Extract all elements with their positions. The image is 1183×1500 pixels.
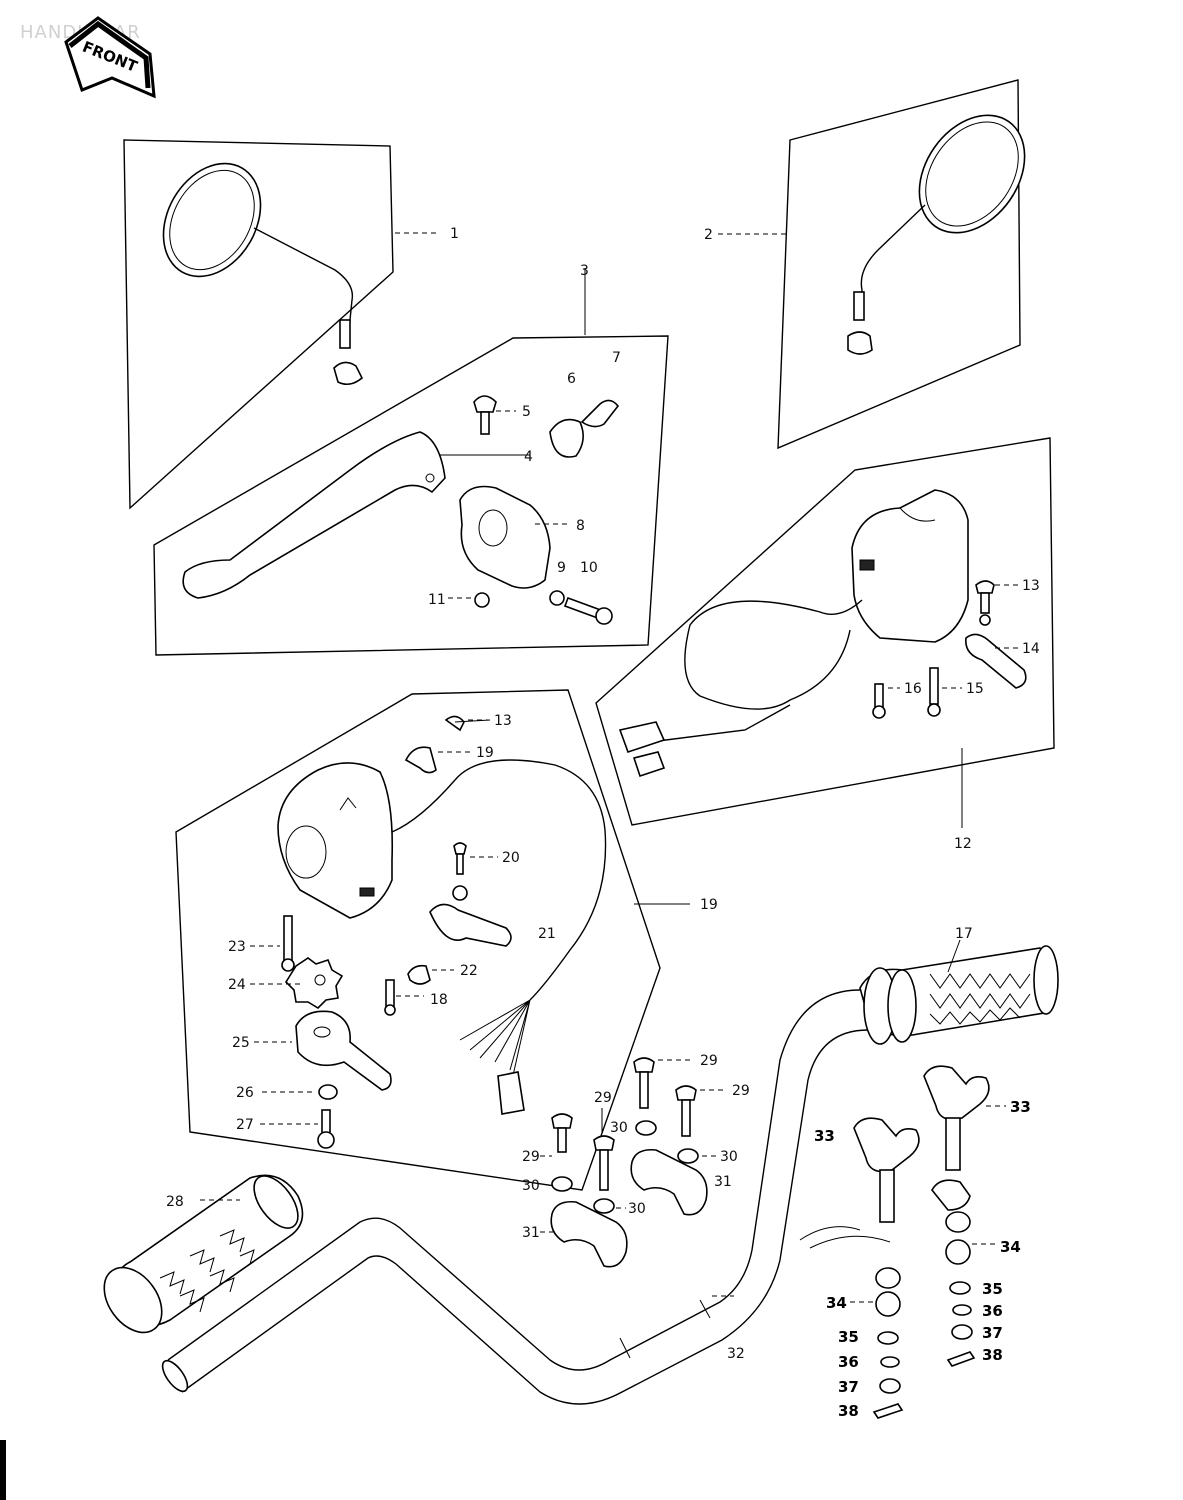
right-mirror-stem <box>853 291 865 321</box>
label-36a: 36 <box>838 1353 859 1371</box>
screw-23 <box>283 915 293 961</box>
label-35a: 35 <box>838 1328 859 1346</box>
bracket-14 <box>965 633 1027 689</box>
left-mirror-nut <box>333 361 363 386</box>
choke-lever-25 <box>295 1010 392 1091</box>
label-31a: 31 <box>714 1174 732 1190</box>
left-switch-housing <box>277 762 394 919</box>
label-30a: 30 <box>610 1120 628 1136</box>
label-15: 15 <box>966 681 984 697</box>
label-37a: 37 <box>838 1378 859 1396</box>
label-8: 8 <box>576 518 585 534</box>
screw-15 <box>929 667 939 705</box>
upper-clamp-31-left <box>550 1200 628 1268</box>
label-2: 2 <box>704 227 713 243</box>
label-33a: 33 <box>814 1127 835 1145</box>
label-26: 26 <box>236 1085 254 1101</box>
star-plate-24 <box>284 957 344 1010</box>
page-edge-mark <box>0 1440 6 1500</box>
label-32: 32 <box>727 1346 745 1362</box>
screw-16 <box>874 683 884 709</box>
label-24: 24 <box>228 977 246 993</box>
left-switch-harness <box>454 759 607 1001</box>
label-21: 21 <box>538 926 556 942</box>
handlebar-pipe-32: 32 <box>161 989 880 1405</box>
label-38b: 38 <box>982 1346 1003 1364</box>
label-35b: 35 <box>982 1280 1003 1298</box>
label-13a: 13 <box>494 713 512 729</box>
right-switch-harness <box>684 599 863 710</box>
locknut-6 <box>549 418 584 458</box>
label-31b: 31 <box>522 1225 540 1241</box>
label-9: 9 <box>557 560 566 576</box>
panel-right-mirror: 2 <box>704 79 1026 450</box>
right-switch-housing <box>851 489 969 643</box>
screw-11 <box>474 592 490 608</box>
label-30c: 30 <box>522 1178 540 1194</box>
label-34b: 34 <box>1000 1238 1021 1256</box>
label-28: 28 <box>166 1194 184 1210</box>
washer-9 <box>549 590 565 606</box>
label-10: 10 <box>580 560 598 576</box>
right-mirror-nut <box>847 331 873 355</box>
panel-left-switch-housing: 13 19 19 20 21 22 18 <box>175 689 718 1191</box>
label-29d: 29 <box>594 1090 612 1106</box>
label-36b: 36 <box>982 1302 1003 1320</box>
label-14: 14 <box>1022 641 1040 657</box>
right-grip-17: 17 <box>859 926 1059 1045</box>
panel-right-switch-housing: 13 14 16 15 12 <box>595 437 1055 852</box>
left-switch-connector <box>497 1071 525 1115</box>
lower-holder-33-right <box>923 1065 990 1121</box>
left-mirror-stem <box>339 319 351 349</box>
adjuster-7 <box>580 399 620 428</box>
lower-holder-33-left <box>853 1117 920 1173</box>
label-7: 7 <box>612 350 621 366</box>
label-29a: 29 <box>700 1053 718 1069</box>
handlebar-clamp-group: 29 29 30 30 31 29 29 30 30 31 <box>522 1053 750 1268</box>
label-18: 18 <box>430 992 448 1008</box>
label-30b: 30 <box>720 1149 738 1165</box>
label-13b: 13 <box>1022 578 1040 594</box>
label-25: 25 <box>232 1035 250 1051</box>
label-1: 1 <box>450 226 459 242</box>
label-4: 4 <box>524 449 533 465</box>
panel-left-mirror: 1 <box>123 139 459 510</box>
label-34a: 34 <box>826 1294 847 1312</box>
front-arrow-badge: FRONT <box>64 16 156 99</box>
label-33b: 33 <box>1010 1098 1031 1116</box>
lower-holder-group: 33 34 35 36 37 38 33 34 35 36 37 38 <box>799 1065 1031 1420</box>
left-mirror-glass <box>162 162 262 278</box>
label-20: 20 <box>502 850 520 866</box>
label-19a: 19 <box>476 745 494 761</box>
right-switch-connector <box>618 721 666 754</box>
bolt-5 <box>473 395 497 413</box>
label-12: 12 <box>954 836 972 852</box>
left-grip-28: 28 <box>103 1174 304 1334</box>
label-37b: 37 <box>982 1324 1003 1342</box>
label-29b: 29 <box>732 1083 750 1099</box>
right-mirror-glass <box>918 114 1026 234</box>
label-38a: 38 <box>838 1402 859 1420</box>
panel-clutch-lever: 3 4 5 6 7 8 9 10 11 <box>153 263 669 656</box>
label-22: 22 <box>460 963 478 979</box>
label-29c: 29 <box>522 1149 540 1165</box>
label-11: 11 <box>428 592 446 608</box>
label-23: 23 <box>228 939 246 955</box>
switch-lever-21 <box>429 903 512 947</box>
label-5: 5 <box>522 404 531 420</box>
label-16: 16 <box>904 681 922 697</box>
label-17: 17 <box>955 926 973 942</box>
upper-clamp-31-right <box>630 1148 708 1216</box>
label-3: 3 <box>580 263 589 279</box>
label-27: 27 <box>236 1117 254 1133</box>
clutch-lever <box>182 431 446 599</box>
label-19b: 19 <box>700 897 718 913</box>
label-30d: 30 <box>628 1201 646 1217</box>
label-6: 6 <box>567 371 576 387</box>
